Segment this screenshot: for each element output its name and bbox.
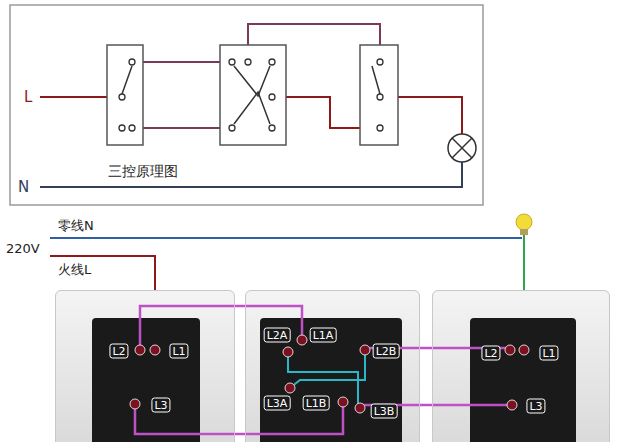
lamp-symbol — [448, 134, 476, 162]
terminal-label: L3 — [151, 398, 170, 413]
terminal-label: L3A — [264, 396, 291, 411]
wire-connector — [235, 433, 245, 436]
wire-label: N — [18, 178, 29, 196]
terminal-label: L1A — [310, 328, 337, 343]
terminal-label: L2B — [373, 344, 400, 359]
switch-contacts — [119, 59, 383, 131]
switch-plates — [55, 290, 610, 442]
terminal-label: L2A — [264, 328, 291, 343]
terminal-label: L1 — [539, 346, 558, 361]
switch-plate: L2 L1L3 — [55, 290, 235, 442]
wire-label: 三控原理图 — [108, 163, 178, 181]
terminal-label: L3B — [371, 404, 398, 419]
wire-label: 火线L — [58, 261, 91, 279]
terminal-label: L2 — [109, 344, 128, 359]
switch-plate: L2 L1L3 — [432, 290, 610, 442]
schematic-wires — [40, 24, 462, 187]
terminal-screws — [130, 335, 529, 413]
terminal-label: L3 — [526, 399, 545, 414]
bulb-icon — [516, 214, 532, 235]
schematic-frame — [10, 5, 483, 205]
wire-connector — [235, 305, 245, 308]
switch-plate: L2A L1A L2B L3A L1B L3B — [245, 290, 420, 442]
switch-blades — [122, 66, 380, 124]
wire-connector — [420, 404, 432, 407]
neutral-wire — [50, 237, 522, 239]
wire-label: 220V — [6, 241, 40, 256]
terminal-label: L2 — [481, 346, 500, 361]
wire-label: 零线N — [58, 217, 94, 235]
terminal-label: L1 — [169, 344, 188, 359]
switch-symbols — [107, 45, 398, 145]
wire-connector — [420, 347, 432, 350]
wire-stubs — [135, 306, 512, 434]
terminal-label: L1B — [303, 396, 330, 411]
wire-label: L — [24, 88, 32, 106]
